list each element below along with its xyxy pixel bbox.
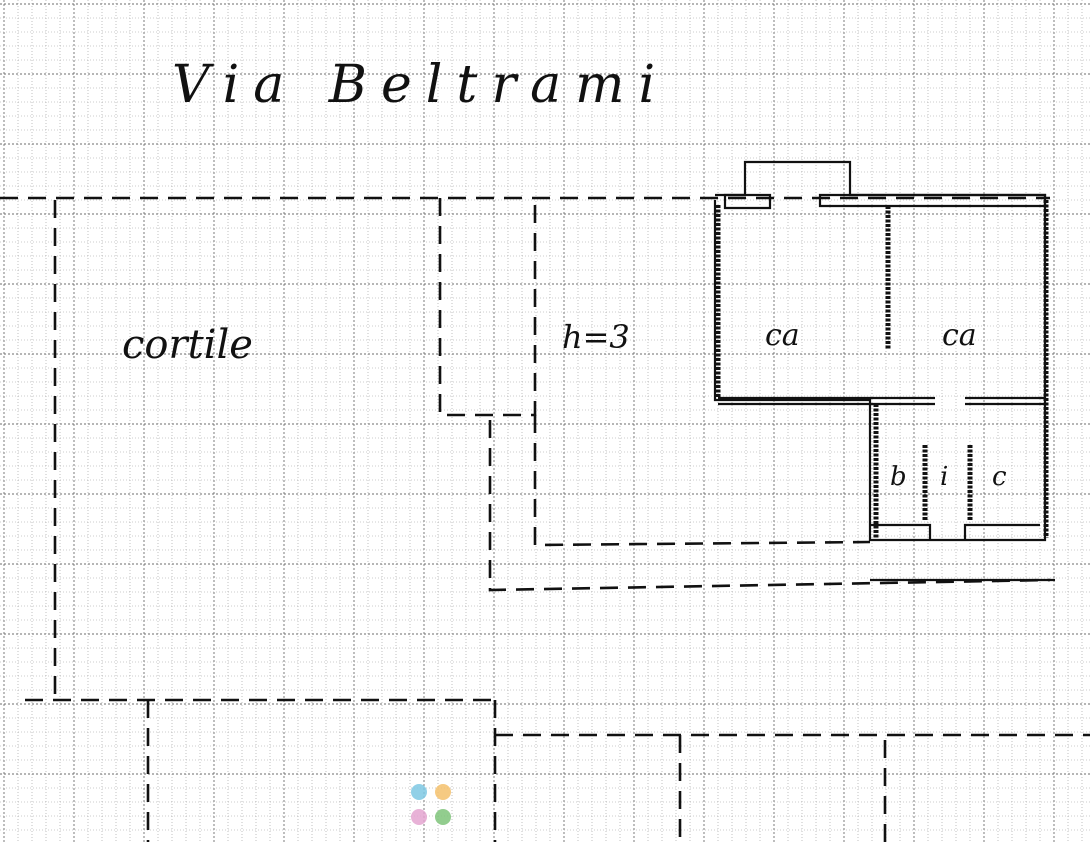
unit-top-left-ledge <box>723 193 772 210</box>
bath-bottom-ledge-left <box>870 523 932 540</box>
room-label-ca-right: ca <box>942 318 977 353</box>
room-label-ca-left: ca <box>765 318 800 353</box>
room-label-c: c <box>992 462 1007 492</box>
watermark-dot-blue <box>411 784 427 800</box>
watermark-dot-orange <box>435 784 451 800</box>
watermark-logo <box>411 784 451 825</box>
watermark-dot-green <box>435 809 451 825</box>
unit-top-right-ledge <box>818 193 1047 208</box>
room-label-i: i <box>940 462 948 492</box>
street-label: Via Beltrami <box>172 55 669 115</box>
courtyard-label: cortile <box>122 322 253 368</box>
annex-outline-right <box>533 415 871 547</box>
height-label: h=3 <box>562 318 630 356</box>
annex-outline-mid <box>488 420 1051 592</box>
room-label-b: b <box>890 462 907 492</box>
watermark-dot-pink <box>411 809 427 825</box>
annex-outline-inner <box>438 198 537 417</box>
bath-bottom-ledge-right <box>963 523 1040 540</box>
